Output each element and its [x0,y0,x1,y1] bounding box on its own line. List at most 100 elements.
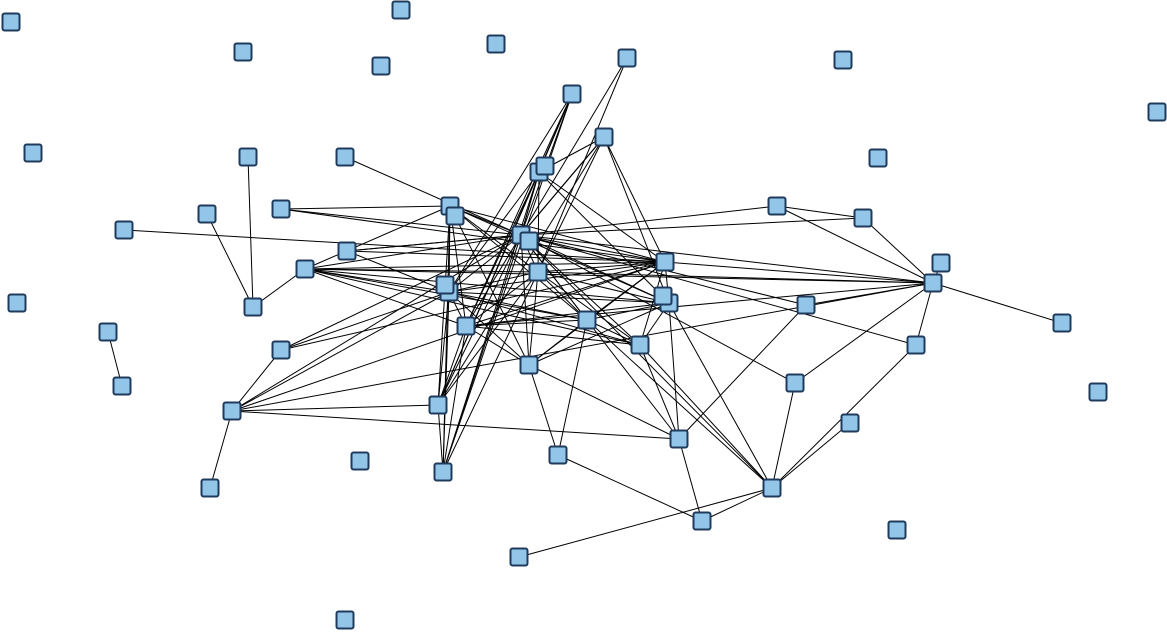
graph-node[interactable] [335,147,355,167]
graph-node[interactable] [762,478,782,498]
graph-edge [449,205,539,273]
graph-edge [449,205,467,327]
graph-edge [603,136,666,263]
graph-edge [518,487,773,558]
graph-edge [537,57,628,273]
graph-node[interactable] [1,12,21,32]
graph-edge [231,291,450,412]
graph-node[interactable] [23,143,43,163]
graph-node[interactable] [669,429,689,449]
graph-node[interactable] [655,252,675,272]
graph-edge [537,171,540,273]
graph-node[interactable] [238,147,258,167]
graph-edge [231,261,666,412]
graph-edge [586,302,670,321]
graph-edge [932,282,1063,324]
graph-edge [538,171,666,263]
graph-edge [437,291,450,406]
graph-node[interactable] [98,322,118,342]
graph-edge [304,268,670,304]
graph-node[interactable] [435,275,455,295]
graph-node[interactable] [295,259,315,279]
graph-node[interactable] [833,50,853,70]
graph-node[interactable] [630,335,650,355]
graph-edge [304,261,666,270]
graph-edge [231,349,282,412]
graph-node[interactable] [1088,382,1108,402]
graph-edge [304,268,450,293]
graph-node[interactable] [767,196,787,216]
graph-node[interactable] [271,340,291,360]
graph-node[interactable] [594,127,614,147]
graph-edge [247,156,254,308]
graph-edge [776,205,864,219]
graph-node[interactable] [528,262,548,282]
graph-edge [528,364,559,456]
graph-node[interactable] [112,376,132,396]
graph-node[interactable] [519,355,539,375]
graph-edge [668,302,680,440]
graph-node[interactable] [445,206,465,226]
graph-node[interactable] [931,253,951,273]
graph-edge [520,136,605,236]
graph-node[interactable] [456,316,476,336]
graph-node[interactable] [271,199,291,219]
graph-edge [465,302,670,327]
graph-node[interactable] [535,156,555,176]
graph-node[interactable] [796,295,816,315]
graph-node[interactable] [692,511,712,531]
graph-edge [448,234,522,293]
graph-node[interactable] [335,610,355,630]
graph-edge [280,261,666,351]
graph-edge [304,205,451,270]
graph-node[interactable] [200,478,220,498]
graph-node[interactable] [243,297,263,317]
graph-node[interactable] [840,413,860,433]
graph-node[interactable] [197,204,217,224]
graph-edge [520,234,934,284]
graph-node[interactable] [337,241,357,261]
graph-node[interactable] [509,547,529,567]
graph-edge [794,282,934,384]
graph-edge [465,282,934,327]
graph-node[interactable] [486,34,506,54]
graph-node[interactable] [519,231,539,251]
graph-node[interactable] [785,373,805,393]
graph-node[interactable] [233,42,253,62]
graph-edge [586,319,773,489]
graph-node[interactable] [428,395,448,415]
graph-node[interactable] [350,451,370,471]
graph-edge [520,234,666,263]
graph-node[interactable] [114,220,134,240]
graph-node[interactable] [653,286,673,306]
graph-edge [771,422,851,489]
graph-node[interactable] [562,84,582,104]
graph-edge [537,136,605,273]
graph-node[interactable] [868,148,888,168]
graph-edge [520,217,864,236]
graph-node[interactable] [923,273,943,293]
graph-edge [639,344,773,489]
graph-edge [448,291,670,304]
graph-edge [520,234,796,384]
graph-node[interactable] [1052,313,1072,333]
graph-node[interactable] [906,335,926,355]
graph-node[interactable] [371,56,391,76]
graph-node[interactable] [7,293,27,313]
graph-node[interactable] [391,0,411,20]
graph-node[interactable] [617,48,637,68]
graph-node[interactable] [222,401,242,421]
graph-node[interactable] [548,445,568,465]
graph-edge [206,213,254,308]
graph-edge [465,261,666,327]
graph-edge [304,268,934,284]
graph-node[interactable] [1147,102,1167,122]
graph-edge [678,304,807,440]
graph-edge [442,271,539,473]
graph-node[interactable] [887,520,907,540]
graph-node[interactable] [433,462,453,482]
graph-node[interactable] [577,310,597,330]
graph-edge [915,282,934,346]
graph-node[interactable] [853,208,873,228]
graph-edge [557,319,588,456]
